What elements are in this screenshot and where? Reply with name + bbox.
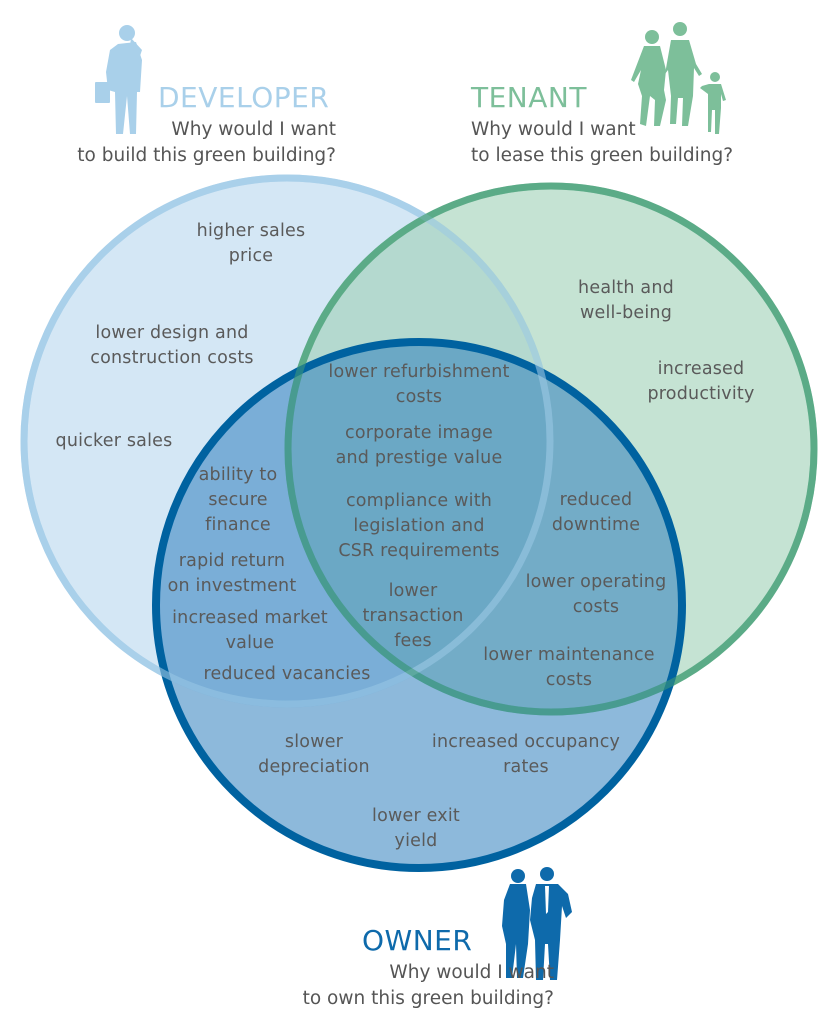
- region-label: lower design and construction costs: [90, 323, 254, 368]
- developer-circle-outline: [20, 174, 554, 708]
- developer-title: DEVELOPER: [158, 81, 330, 114]
- region-label: increased productivity: [647, 359, 755, 404]
- family-walking-icon: [631, 22, 726, 134]
- region-label: increased market value: [172, 608, 328, 653]
- region-label: lower refurbishment costs: [328, 362, 510, 407]
- region-label: lower transaction fees: [362, 581, 464, 651]
- tenant-title: TENANT: [471, 81, 587, 114]
- region-label: lower operating costs: [525, 572, 667, 617]
- region-label: compliance with legislation and CSR requ…: [338, 491, 500, 561]
- region-label: corporate image and prestige value: [335, 423, 503, 468]
- region-label: lower exit yield: [372, 806, 460, 851]
- owner-title: OWNER: [362, 924, 473, 957]
- businessman-with-briefcase-icon: [95, 25, 142, 134]
- region-label: slower depreciation: [258, 732, 370, 777]
- region-label: lower maintenance costs: [483, 645, 655, 690]
- region-label: higher sales price: [196, 221, 306, 266]
- business-couple-icon: [502, 867, 572, 980]
- region-label: health and well-being: [578, 278, 674, 323]
- region-label: rapid return on investment: [167, 551, 297, 596]
- owner-question: Why would I want to own this green build…: [302, 962, 554, 1009]
- region-label: increased occupancy rates: [431, 732, 621, 777]
- region-label: ability to secure finance: [198, 465, 278, 535]
- region-label: quicker sales: [55, 431, 173, 451]
- tenant-circle-outline: [284, 182, 818, 716]
- tenant-question: Why would I want to lease this green bui…: [471, 119, 734, 166]
- region-label: reduced downtime: [551, 490, 641, 535]
- developer-question: Why would I want to build this green bui…: [77, 119, 336, 166]
- region-label: reduced vacancies: [203, 664, 371, 684]
